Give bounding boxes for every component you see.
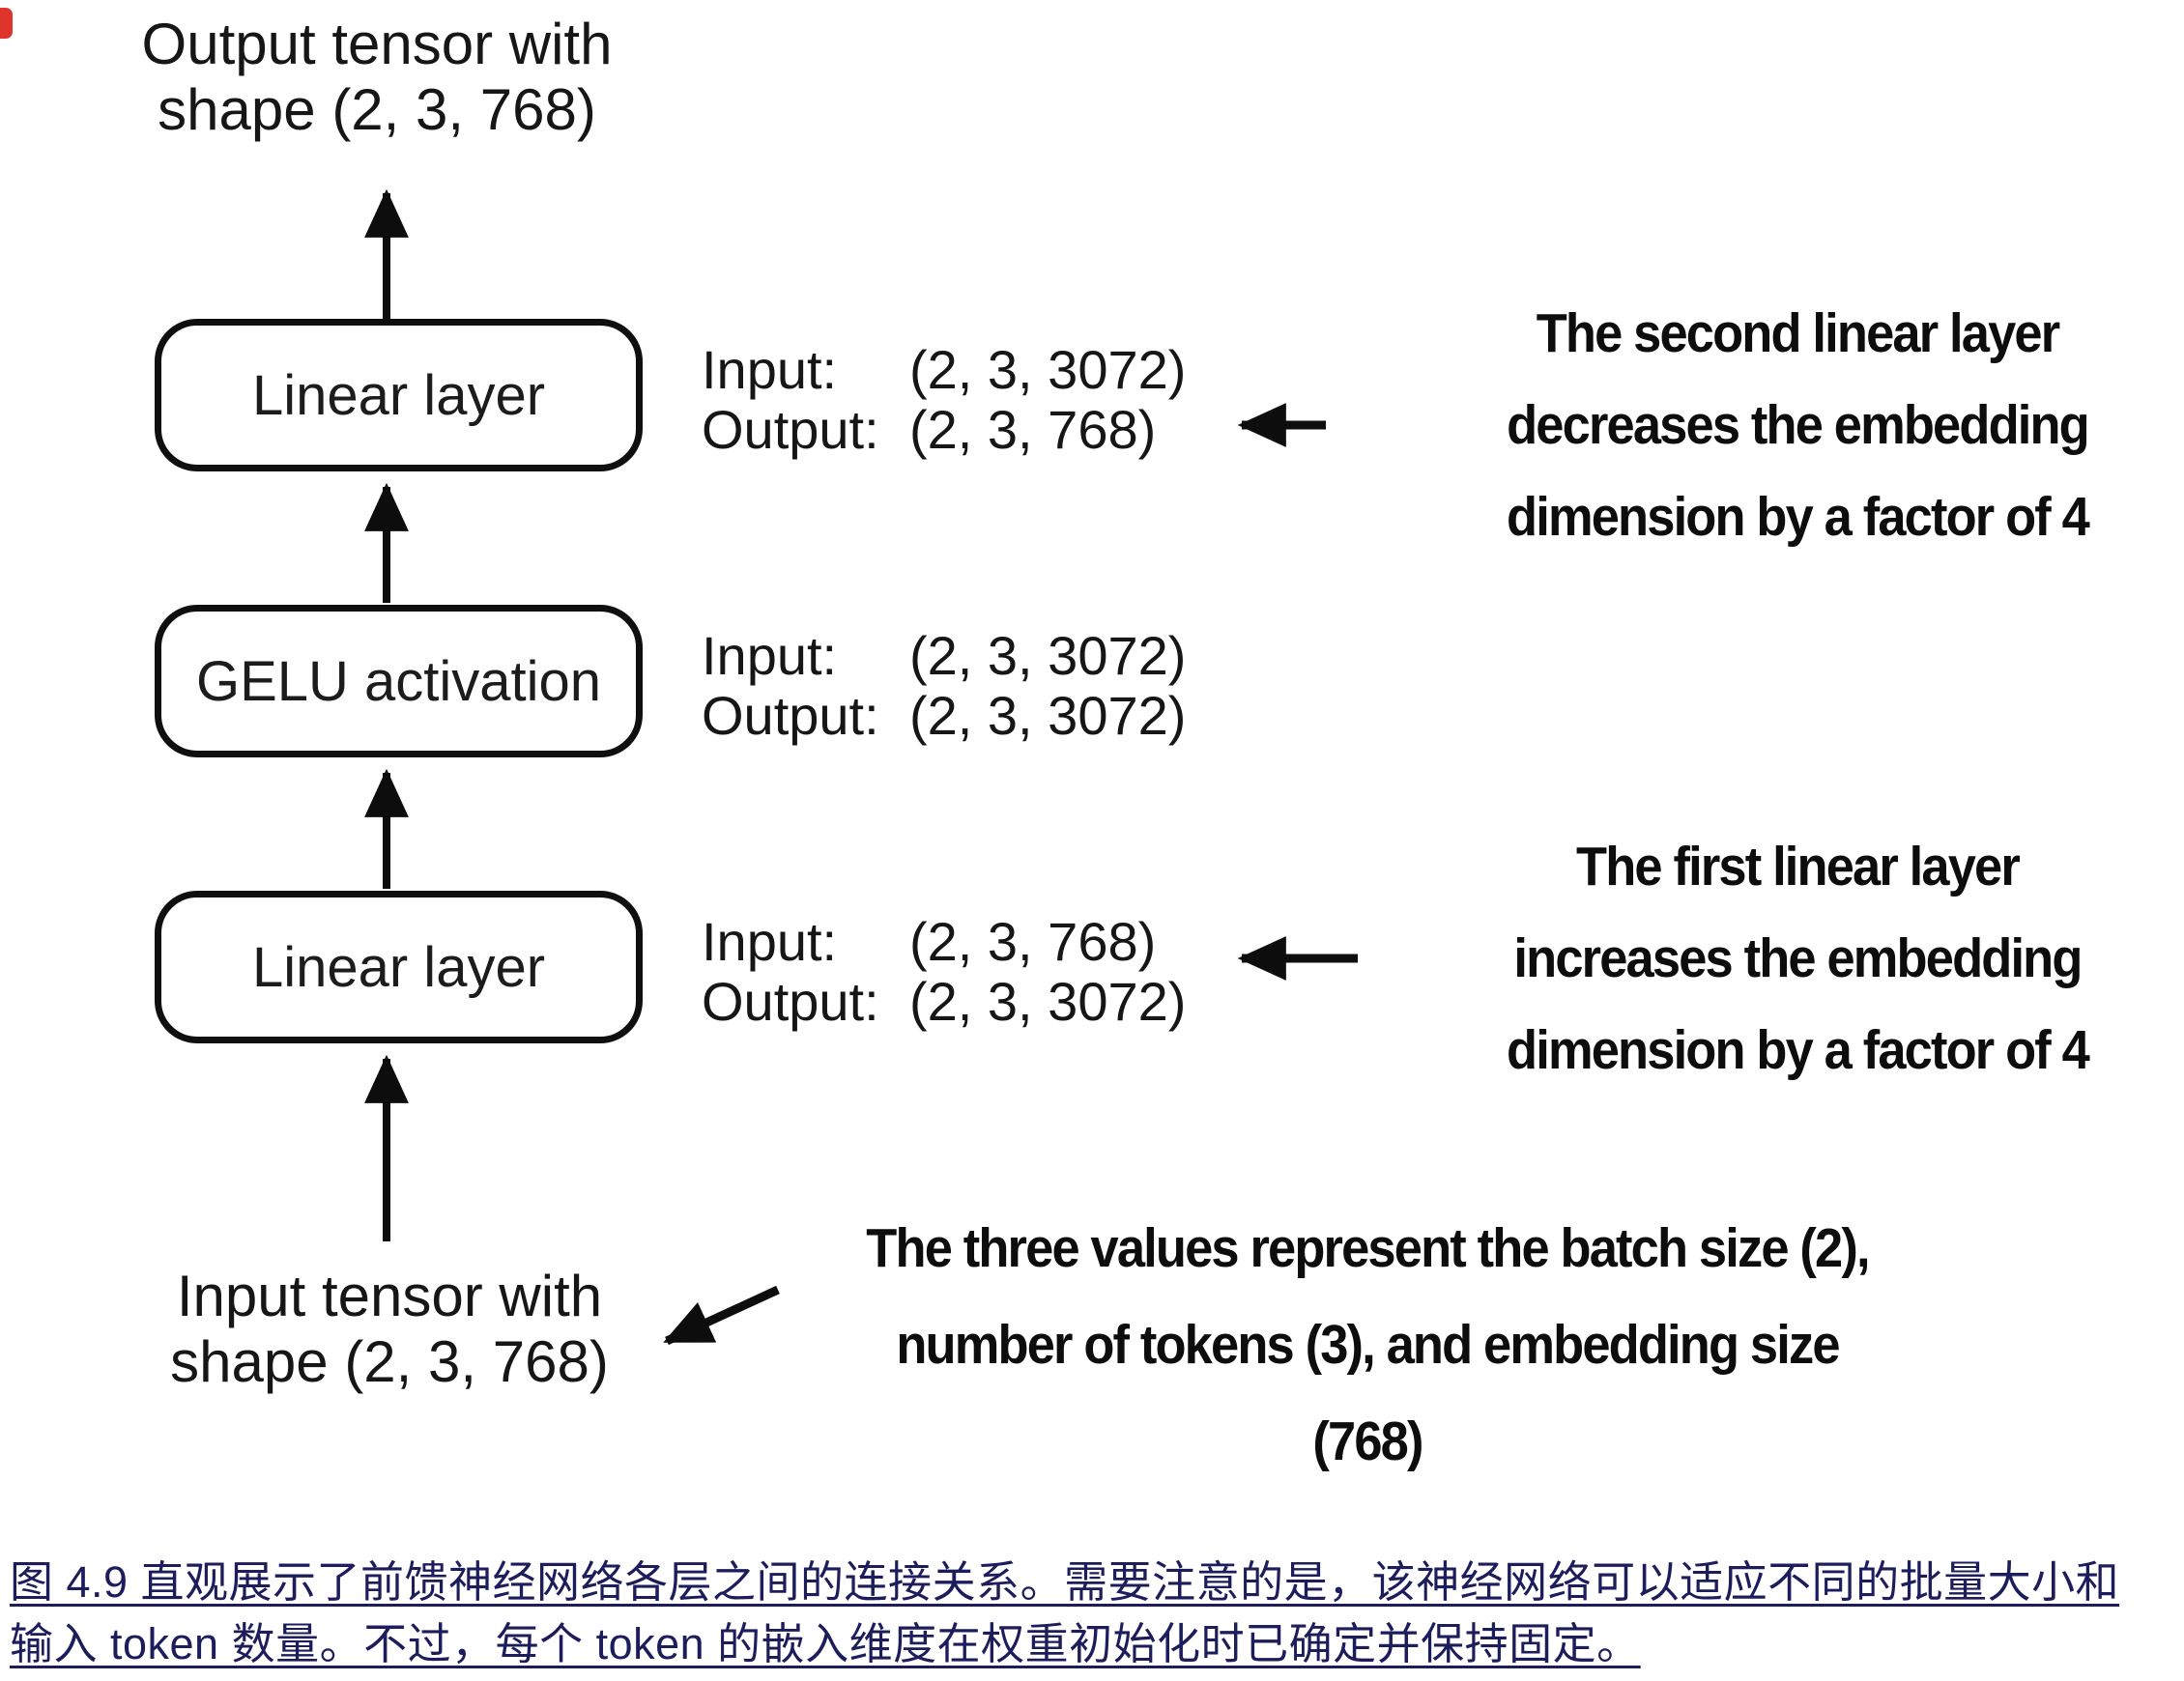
io-input-shape: (2, 3, 3072) (909, 625, 1187, 686)
io-output-shape: (2, 3, 768) (909, 399, 1157, 460)
io-shapes-linear-first: Input: (2, 3, 768) Output: (2, 3, 3072) (702, 912, 1186, 1032)
figure-caption: 图 4.9 直观展示了前馈神经网络各层之间的连接关系。需要注意的是，该神经网络可… (10, 1557, 2120, 1668)
io-output-shape: (2, 3, 3072) (909, 971, 1187, 1032)
io-shapes-linear-second: Input: (2, 3, 3072) Output: (2, 3, 768) (702, 340, 1186, 460)
io-input-row: Input: (2, 3, 3072) (702, 340, 1186, 400)
io-output-row: Output: (2, 3, 768) (702, 400, 1186, 460)
layer-box-linear-first: Linear layer (155, 891, 643, 1043)
layer-box-gelu: GELU activation (155, 605, 643, 757)
layer-box-label: GELU activation (195, 649, 602, 713)
io-output-label: Output: (702, 399, 879, 460)
io-output-label: Output: (702, 685, 879, 746)
annotation-first-linear: The first linear layer increases the emb… (1382, 821, 2184, 1097)
layer-box-label: Linear layer (251, 363, 546, 427)
io-output-row: Output: (2, 3, 3072) (702, 686, 1186, 746)
io-input-row: Input: (2, 3, 768) (702, 912, 1186, 972)
io-input-shape: (2, 3, 768) (909, 911, 1157, 972)
io-input-shape: (2, 3, 3072) (909, 339, 1187, 400)
io-input-label: Input: (702, 911, 838, 972)
io-input-label: Input: (702, 625, 838, 686)
annotation-text: The second linear layer decreases the em… (1507, 302, 2090, 548)
input-tensor-label: Input tensor with shape (2, 3, 768) (170, 1264, 609, 1394)
io-output-shape: (2, 3, 3072) (909, 685, 1187, 746)
annotation-text: The three values represent the batch siz… (866, 1217, 1870, 1472)
layer-box-linear-second: Linear layer (155, 319, 643, 471)
io-input-label: Input: (702, 339, 838, 400)
io-input-row: Input: (2, 3, 3072) (702, 626, 1186, 686)
annotation-tensor-values: The three values represent the batch siz… (739, 1200, 1996, 1490)
output-tensor-label: Output tensor with shape (2, 3, 768) (141, 12, 613, 142)
window-close-button-fragment (0, 8, 13, 39)
io-output-row: Output: (2, 3, 3072) (702, 972, 1186, 1032)
annotation-second-linear: The second linear layer decreases the em… (1382, 288, 2184, 563)
io-shapes-gelu: Input: (2, 3, 3072) Output: (2, 3, 3072) (702, 626, 1186, 746)
annotation-text: The first linear layer increases the emb… (1507, 836, 2090, 1081)
io-output-label: Output: (702, 971, 879, 1032)
layer-box-label: Linear layer (251, 935, 546, 999)
